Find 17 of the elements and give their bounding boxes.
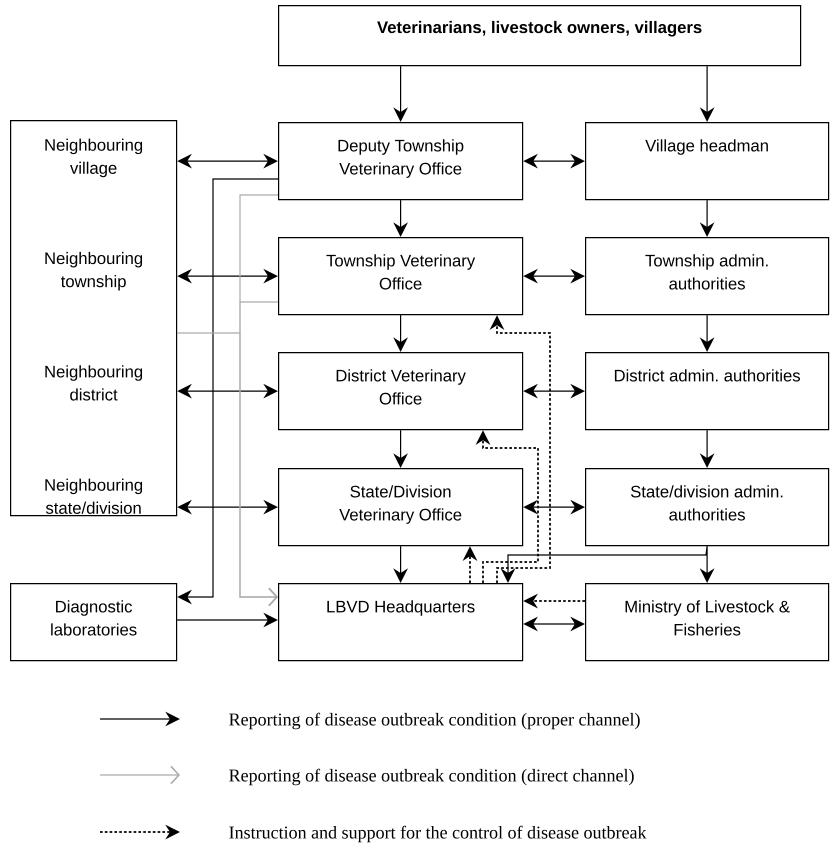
arrow	[177, 332, 278, 606]
box: Ministry of Livestock & Fisheries	[585, 583, 830, 662]
box: Veterinarians, livestock owners, villagers	[278, 5, 802, 66]
legend-text: Reporting of disease outbreak condition (direct channel)	[229, 768, 634, 786]
box: LBVD Headquarters	[278, 583, 524, 662]
box: Deputy Township Veterinary Office	[278, 122, 524, 200]
box: Village headman	[585, 122, 830, 200]
box: District Veterinary Office	[278, 352, 524, 430]
box: Diagnostic laboratories	[10, 583, 178, 662]
box: Neighbouring village Neighbouring township Neighbouring district Neighbouring state/division	[10, 120, 178, 516]
legend-text: Instruction and support for the control of disease outbreak	[229, 826, 647, 842]
box: State/Division Veterinary Office	[278, 468, 524, 546]
legend-text: Reporting of disease outbreak condition (proper channel)	[229, 712, 640, 730]
box: Township admin. authorities	[585, 237, 830, 316]
box: Township Veterinary Office	[278, 237, 524, 316]
box: State/division admin. authorities	[585, 468, 830, 546]
box: District admin. authorities	[585, 352, 830, 430]
